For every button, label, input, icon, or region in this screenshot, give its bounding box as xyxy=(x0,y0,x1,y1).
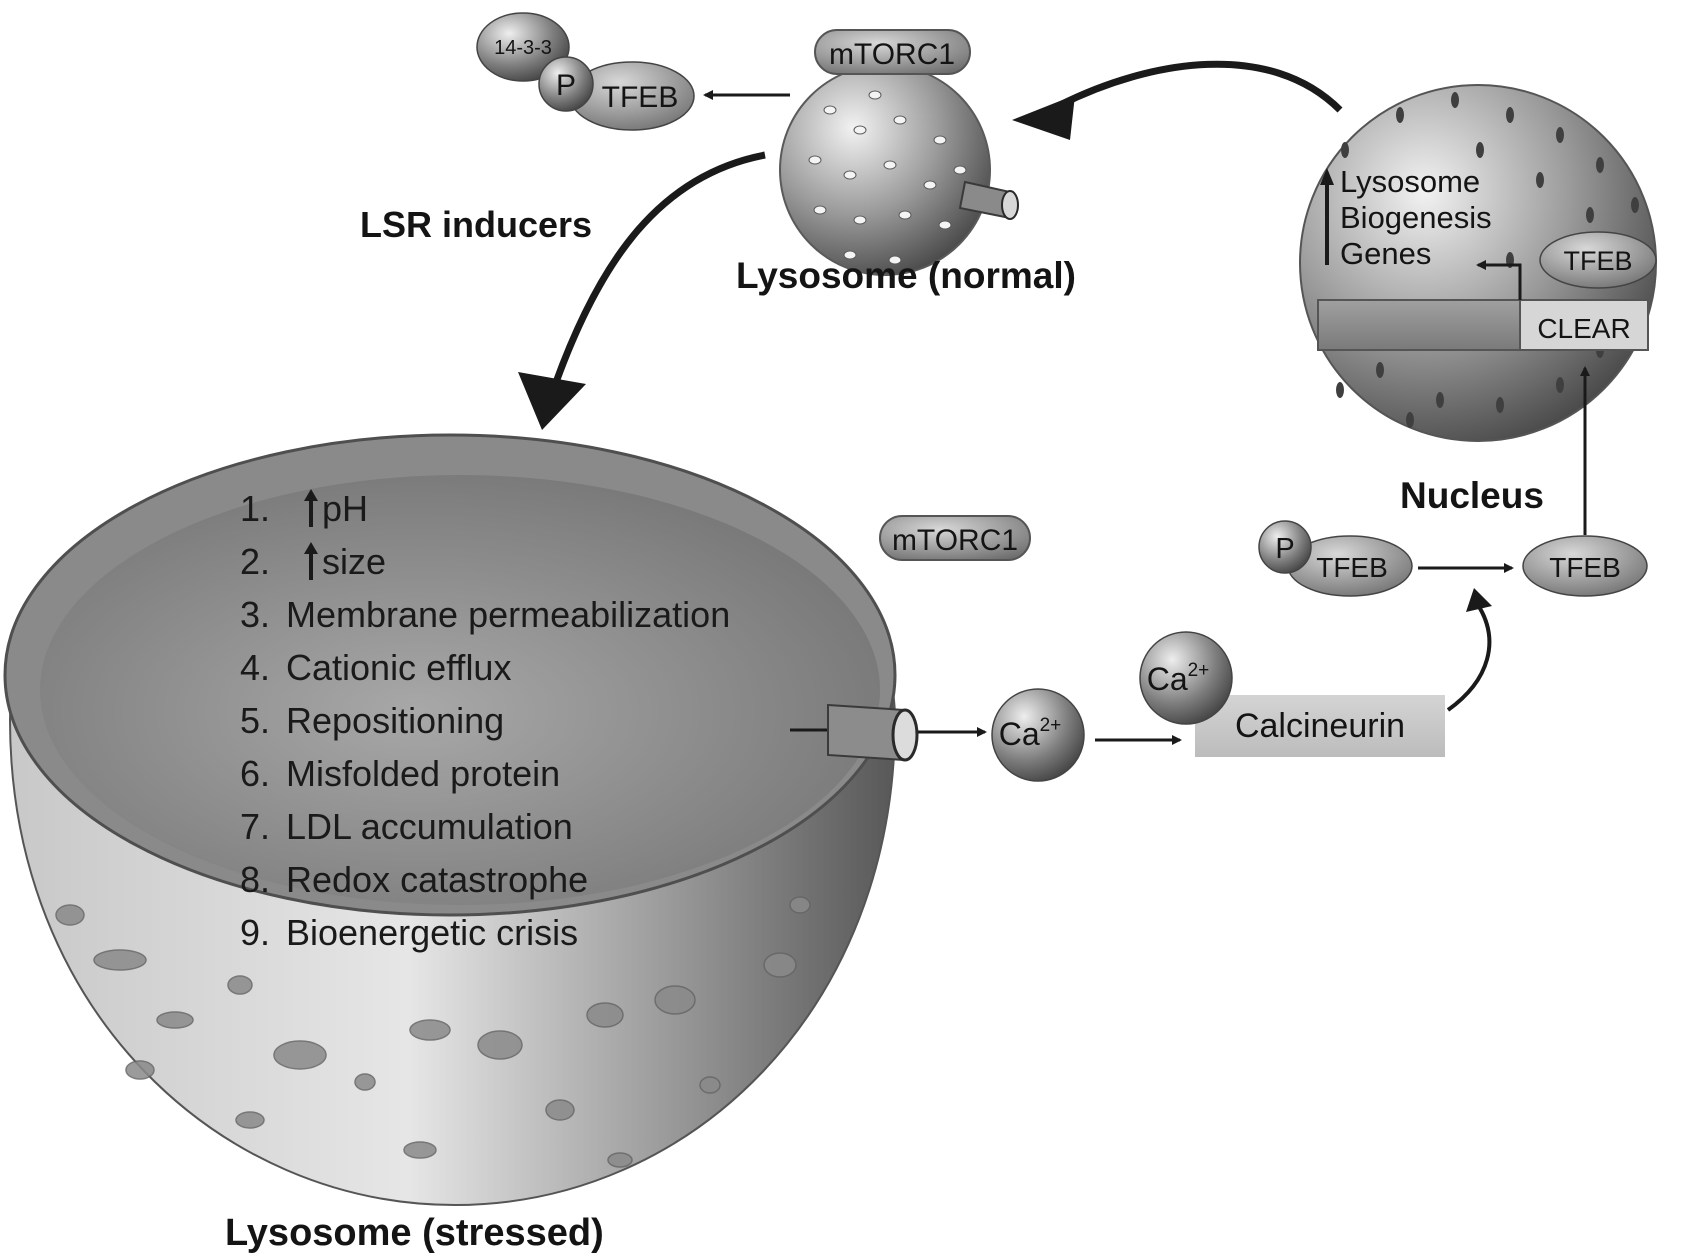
tfeb-nucleus-label: TFEB xyxy=(1563,246,1632,276)
stress-list-text: Cationic efflux xyxy=(286,647,512,688)
stress-list-item: 1. pH xyxy=(240,488,368,530)
stress-list-text: Repositioning xyxy=(286,700,505,741)
stress-list-number: 3. xyxy=(240,594,271,635)
calcium-ion-free: Ca2+ xyxy=(991,688,1085,782)
arrow-nucleus-to-lysosome-head xyxy=(1012,95,1075,140)
sphere-surface-texture xyxy=(808,90,967,265)
stress-list-number: 8. xyxy=(240,859,271,900)
arrow-calcineurin-to-tfeb-head xyxy=(1466,588,1492,612)
stress-list-number: 2. xyxy=(240,541,271,582)
stress-list-item: 7. LDL accumulation xyxy=(240,806,573,848)
mtorc1-top-label: mTORC1 xyxy=(829,38,955,71)
mtorc1-bound-complex: mTORC1 xyxy=(814,29,971,75)
bowl-surface-texture xyxy=(55,896,811,1168)
stress-list-item: 9. Bioenergetic crisis xyxy=(240,912,578,954)
clear-label: CLEAR xyxy=(1537,313,1630,344)
increase-arrow-icon xyxy=(304,542,318,580)
stress-list-number: 4. xyxy=(240,647,271,688)
stress-list-number: 6. xyxy=(240,753,271,794)
lsr-inducers-label: LSR inducers xyxy=(360,204,592,245)
stress-list-item: 6. Misfolded protein xyxy=(240,753,560,795)
stress-list-text: Membrane permeabilization xyxy=(286,594,731,635)
arrow-clear-to-genes xyxy=(1476,260,1522,300)
stress-list-text: Bioenergetic crisis xyxy=(286,912,579,953)
stress-list-number: 7. xyxy=(240,806,271,847)
stress-list-item: 3. Membrane permeabilization xyxy=(240,594,730,636)
p-right-label: P xyxy=(1275,533,1294,565)
ca-free-label: Ca2+ xyxy=(999,715,1062,752)
genes-line-2: Biogenesis xyxy=(1340,200,1492,235)
tfeb-free-complex: TFEB xyxy=(1522,535,1648,597)
p-top-label: P xyxy=(556,69,576,102)
ca-bound-label: Ca2+ xyxy=(1147,660,1210,697)
tfeb-free-label: TFEB xyxy=(1549,552,1621,583)
stress-list-item: 2. size xyxy=(240,541,386,583)
stress-list-item: 5. Repositioning xyxy=(240,700,504,742)
lysosome-normal-illustration xyxy=(779,64,1019,276)
arrow-nucleus-to-lysosome xyxy=(1058,60,1343,113)
bowl-ion-channel xyxy=(790,703,919,762)
genes-line-1: Lysosome xyxy=(1340,164,1480,199)
arrow-lsr-inducers xyxy=(551,151,766,387)
lysosome-stressed-label: Lysosome (stressed) xyxy=(225,1212,604,1254)
stress-list-item: 4. Cationic efflux xyxy=(240,647,511,689)
genes-up-arrow-head xyxy=(1320,168,1334,185)
protein-1433-label: 14-3-3 xyxy=(494,37,552,59)
bowl-inner-surface xyxy=(40,475,880,905)
tfeb-phospho-label: TFEB xyxy=(1316,552,1388,583)
nucleus-label: Nucleus xyxy=(1400,475,1544,516)
phospho-tfeb-complex: TFEB P xyxy=(1258,520,1413,597)
nucleus-illustration: CLEAR TFEB Lysosome Biogenesis Genes xyxy=(1299,84,1657,442)
stress-list-text: Misfolded protein xyxy=(286,753,561,794)
calcineurin-complex: Calcineurin Ca2+ xyxy=(1139,631,1445,757)
tfeb-top-label: TFEB xyxy=(602,81,679,114)
stress-list-number: 5. xyxy=(240,700,271,741)
genes-line-3: Genes xyxy=(1340,236,1431,271)
increase-arrow-icon xyxy=(304,489,318,527)
arrow-lsr-inducers-head xyxy=(518,372,586,430)
lysosome-normal-label: Lysosome (normal) xyxy=(736,255,1076,296)
stress-list-text: Redox catastrophe xyxy=(286,859,589,900)
stress-list-text: size xyxy=(322,541,387,582)
calcineurin-label: Calcineurin xyxy=(1235,707,1405,745)
stress-list-item: 8. Redox catastrophe xyxy=(240,859,588,901)
mtorc1-mid-label: mTORC1 xyxy=(892,524,1018,557)
phospho-tfeb-1433-complex: 14-3-3 TFEB P xyxy=(476,12,695,131)
arrow-calcineurin-to-tfeb xyxy=(1446,603,1492,712)
stress-list-number: 1. xyxy=(240,488,271,529)
stress-list-text: LDL accumulation xyxy=(286,806,573,847)
stress-list-number: 9. xyxy=(240,912,271,953)
mtorc1-free-complex: mTORC1 xyxy=(879,515,1031,561)
lysosome-stressed-illustration xyxy=(3,433,919,1207)
stress-list-text: pH xyxy=(322,488,369,529)
